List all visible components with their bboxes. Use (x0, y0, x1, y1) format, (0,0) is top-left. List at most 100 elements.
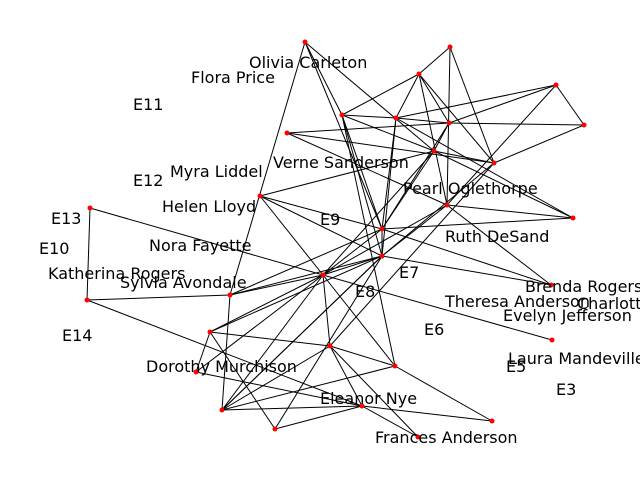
graph-edge (418, 73, 448, 206)
graph-edge (341, 114, 383, 230)
graph-edge (221, 274, 324, 411)
graph-edge (221, 345, 331, 411)
graph-edge (381, 255, 552, 286)
graph-edge (259, 195, 383, 257)
node-label: Evelyn Jefferson (503, 306, 632, 325)
graph-edge (322, 255, 383, 276)
node-label: Olivia Carleton (249, 53, 367, 72)
graph-node (581, 122, 587, 128)
graph-edge (195, 274, 324, 373)
graph-edge (418, 46, 451, 75)
graph-edge (433, 150, 495, 164)
graph-edge (329, 162, 495, 347)
node-label: Dorothy Murchison (146, 357, 297, 376)
graph-node (193, 369, 199, 375)
graph-edge (221, 365, 396, 411)
node-label: Laura Mandeville (508, 349, 640, 368)
node-label: E12 (133, 171, 163, 190)
graph-edge (341, 114, 396, 367)
graph-edge (286, 132, 495, 164)
graph-edge (395, 84, 557, 119)
graph-edge (322, 228, 383, 276)
node-label: E14 (62, 326, 92, 345)
graph-edge (493, 124, 585, 164)
graph-node (257, 193, 263, 199)
graph-edge (209, 255, 383, 333)
graph-edge (433, 150, 574, 219)
graph-node (392, 363, 398, 369)
graph-node (491, 160, 497, 166)
graph-edge (361, 405, 493, 422)
graph-node (84, 297, 90, 303)
graph-node (339, 112, 345, 118)
graph-edge (381, 117, 397, 230)
graph-node (379, 253, 385, 259)
graph-edge (304, 41, 383, 230)
graph-edge (341, 114, 383, 257)
node-label: E5 (506, 357, 526, 376)
graph-edge (209, 331, 331, 347)
graph-edge (286, 132, 448, 206)
graph-edge (449, 46, 495, 164)
graph-edge (209, 331, 276, 430)
graph-edge (341, 114, 435, 152)
graph-node (553, 82, 559, 88)
graph-edge (555, 84, 585, 126)
graph-edge (304, 41, 343, 116)
graph-node (570, 215, 576, 221)
graph-edge (329, 345, 396, 367)
node-label: Sylvia Avondale (120, 273, 247, 292)
graph-node (446, 120, 452, 126)
node-label: Flora Price (191, 68, 275, 87)
graph-node (302, 39, 308, 45)
graph-node (444, 202, 450, 208)
graph-edge (446, 84, 557, 206)
graph-edge (395, 73, 420, 119)
graph-edge (322, 274, 331, 347)
graph-edge (86, 207, 91, 301)
graph-edge (286, 122, 450, 134)
node-label: Charlotte McDowd (577, 294, 640, 313)
graph-edge (229, 41, 306, 296)
node-label: E7 (399, 263, 419, 282)
graph-edge (394, 365, 493, 422)
graph-edge (221, 405, 363, 411)
graph-edge (329, 345, 419, 438)
graph-edge (322, 150, 435, 276)
graph-node (207, 329, 213, 335)
graph-edge (274, 405, 363, 430)
graph-edge (229, 228, 383, 296)
graph-edge (361, 405, 419, 438)
graph-node (227, 292, 233, 298)
graph-edge (322, 274, 553, 341)
graph-node (416, 71, 422, 77)
graph-node (327, 343, 333, 349)
node-label: E13 (51, 209, 81, 228)
graph-edge (209, 274, 324, 333)
node-label: E8 (355, 282, 375, 301)
graph-edge (322, 274, 396, 367)
graph-edge (446, 204, 552, 286)
graph-edge (446, 46, 451, 206)
graph-node (548, 282, 554, 288)
graph-node (219, 407, 225, 413)
graph-edge (395, 117, 574, 219)
graph-edge (446, 204, 574, 219)
graph-node (284, 130, 290, 136)
graph-edge (274, 255, 383, 430)
graph-edge (395, 117, 450, 124)
node-label: Nora Fayette (149, 236, 251, 255)
graph-edge (381, 217, 574, 230)
graph-node (87, 205, 93, 211)
graph-edge (341, 114, 397, 119)
graph-edge (448, 122, 585, 126)
graph-edge (381, 117, 397, 257)
graph-node (272, 426, 278, 432)
graph-edge (329, 345, 363, 407)
graph-edge (259, 195, 324, 276)
graph-edge (381, 228, 552, 286)
graph-node (447, 44, 453, 50)
node-label: Verne Sanderson (273, 153, 409, 172)
